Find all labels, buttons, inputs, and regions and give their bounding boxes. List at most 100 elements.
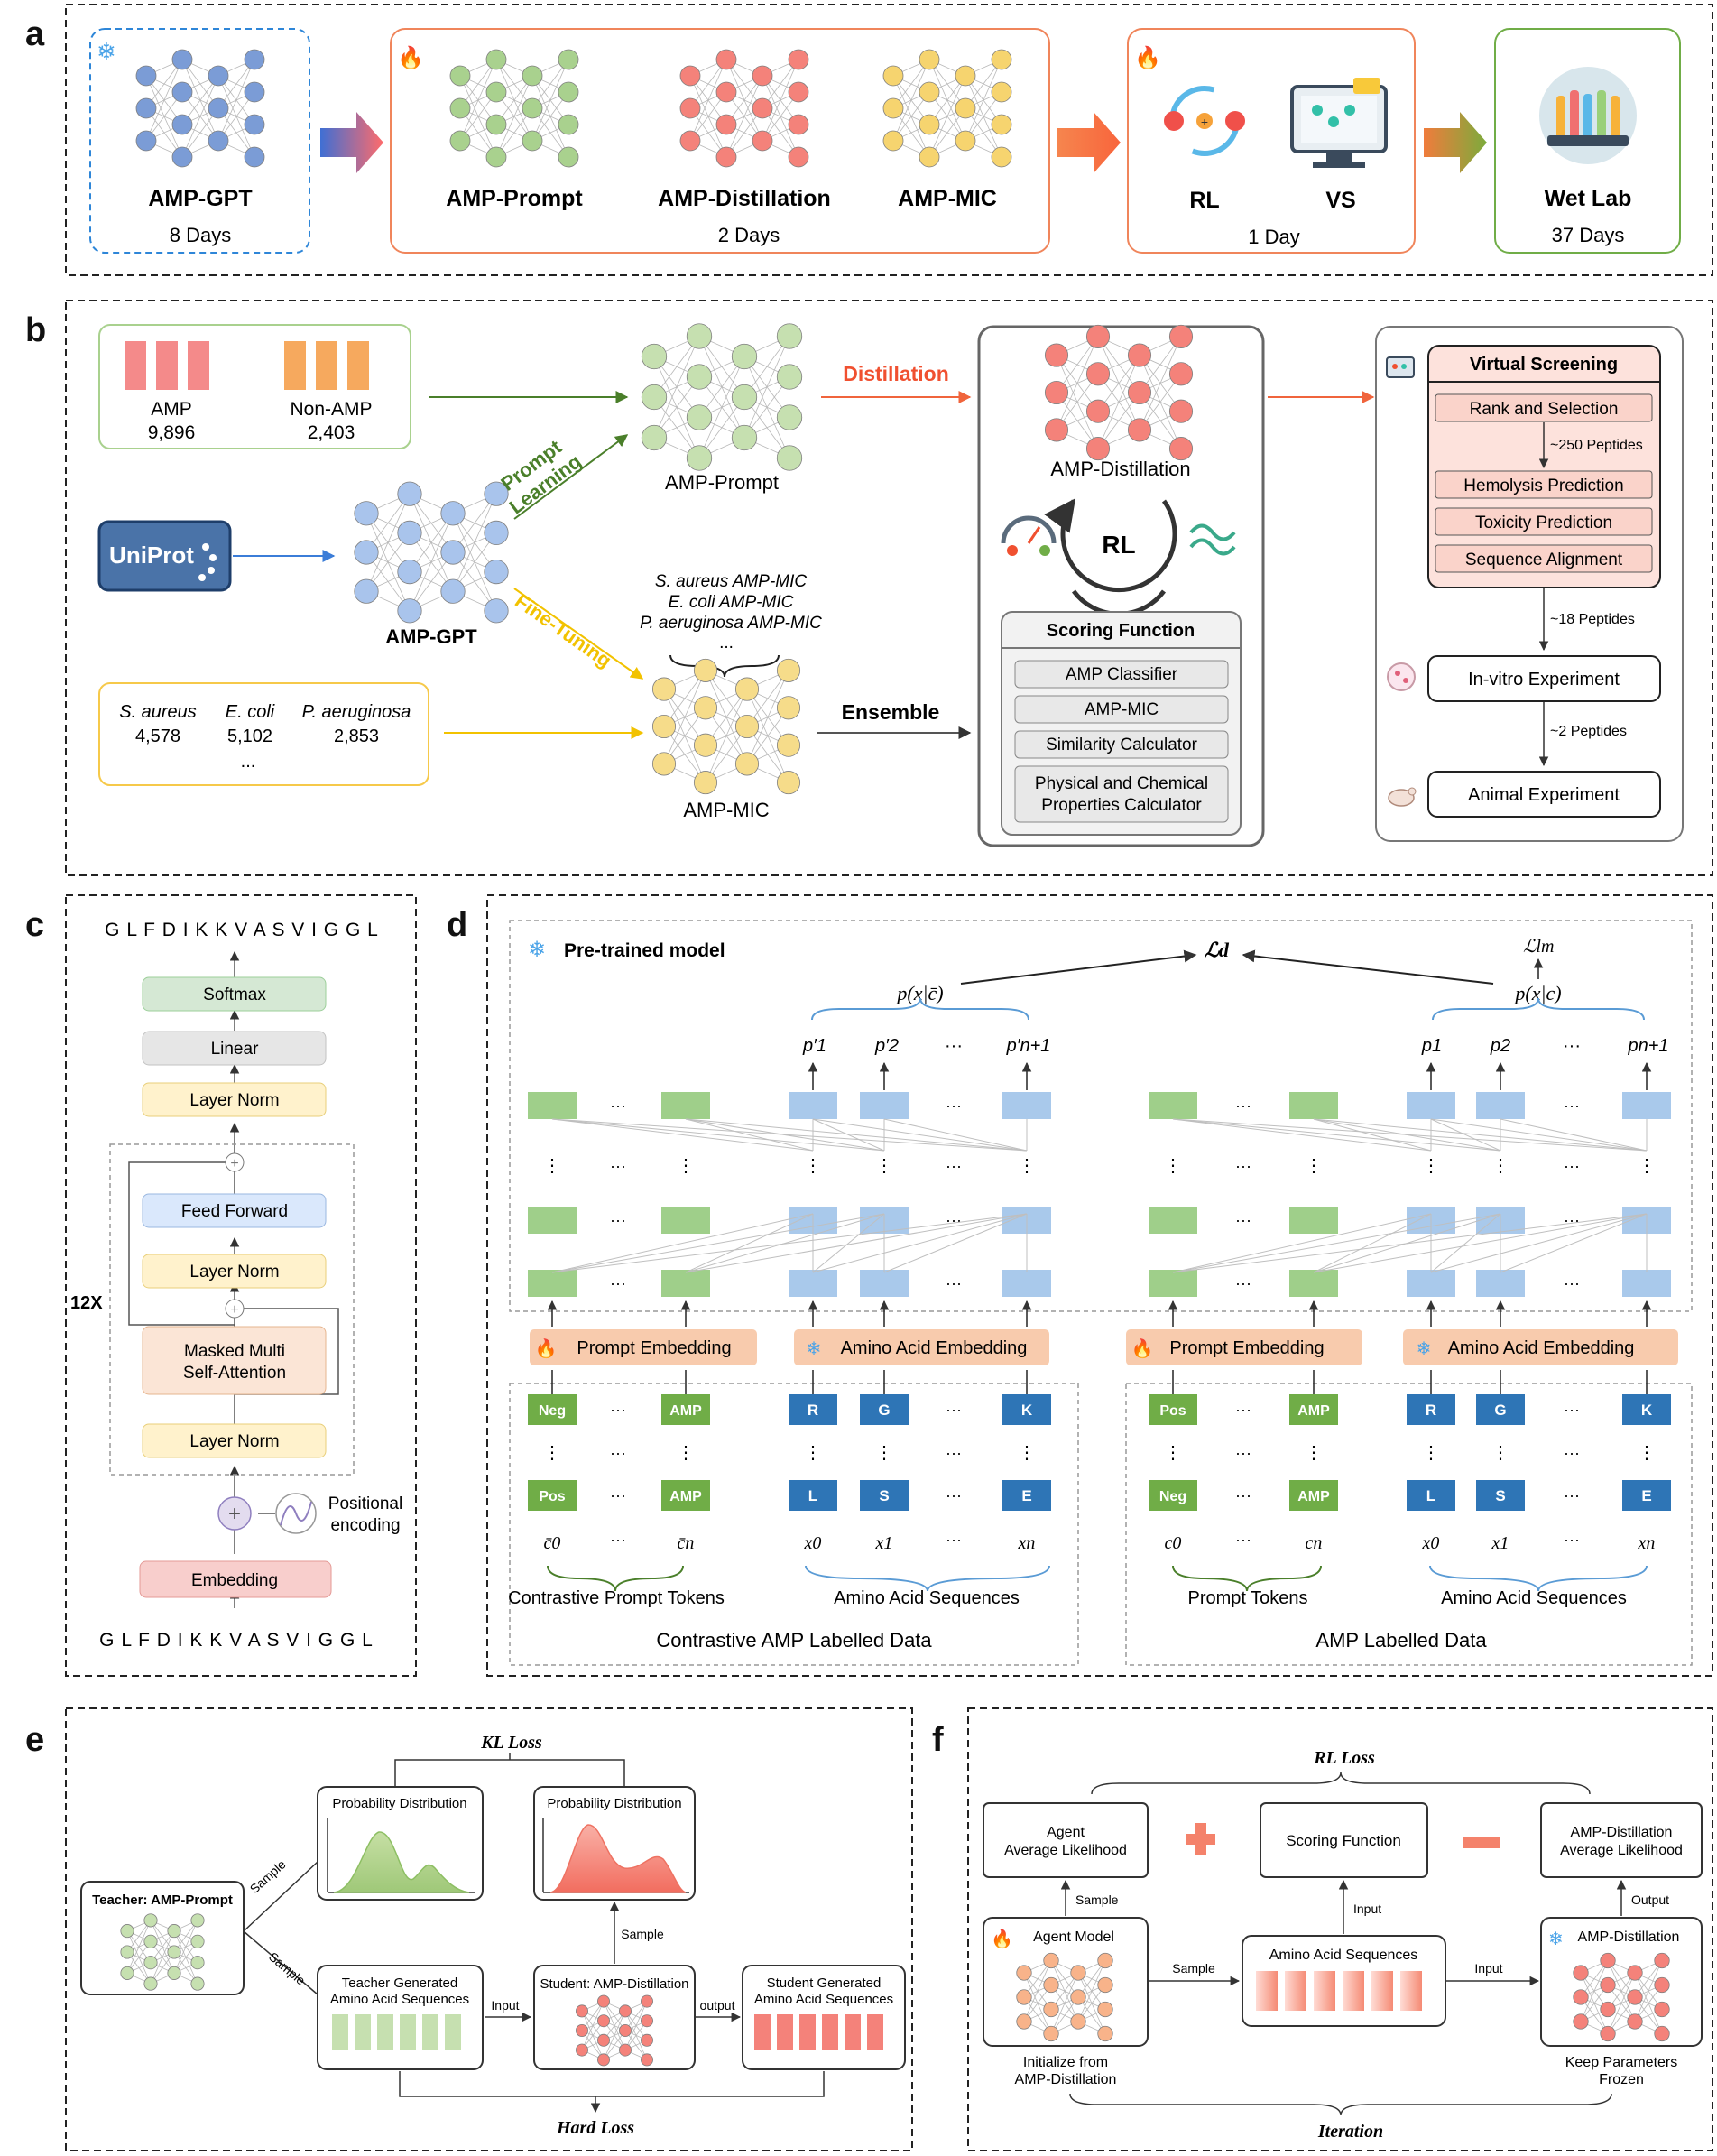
wet-lab-icon (1539, 67, 1637, 164)
svg-text:⋮: ⋮ (1164, 1443, 1182, 1463)
pretrained-model-frame (509, 920, 1693, 1312)
svg-text:···: ··· (946, 1444, 962, 1462)
scoring-item-label: Similarity Calculator (1046, 736, 1198, 754)
svg-text:···: ··· (946, 1211, 962, 1229)
amp-prompt-network-icon (449, 49, 579, 168)
block-label: Layer Norm (189, 1091, 279, 1110)
sample-link-upper (243, 1861, 318, 1932)
amino-sequences-label: Amino Acid Sequences (1269, 1948, 1418, 1963)
svg-text:⋮: ⋮ (875, 1443, 893, 1463)
svg-text:⋮: ⋮ (1422, 1443, 1440, 1463)
prompt-tokens-label: Prompt Tokens (1187, 1588, 1307, 1608)
amino-acid-token (1002, 1394, 1051, 1425)
stage-arrow-1 (320, 112, 383, 173)
distill-likelihood-label: AMP-Distillation (1571, 1825, 1673, 1840)
layer-norm-block (142, 1254, 327, 1289)
petri-dish-icon (1387, 662, 1416, 691)
amp-distillation-label: AMP-Distillation (1050, 458, 1190, 480)
amp-mic-network-icon (882, 49, 1012, 168)
loss-arrow-right (1242, 949, 1494, 985)
amp-count: 9,896 (148, 422, 196, 443)
positional-label: Positional (328, 1494, 402, 1513)
student-network-icon (576, 1994, 654, 2067)
block-label: Linear (211, 1040, 259, 1059)
student-seq-label: Amino Acid Sequences (754, 1992, 893, 2007)
rl-vs-stage-box (1127, 28, 1416, 254)
svg-text:⋮: ⋮ (677, 1443, 695, 1463)
scoring-item-label: AMP Classifier (1066, 665, 1178, 684)
fine-tuning-label: Fine-Tuning (511, 589, 615, 672)
panel-letter-b: b (25, 311, 46, 349)
softmax-block (142, 976, 327, 1012)
left-data-title: Contrastive AMP Labelled Data (656, 1629, 932, 1652)
positional-label: encoding (330, 1516, 400, 1535)
svg-text:...: ... (241, 752, 256, 772)
loss-arrow-left (960, 949, 1197, 985)
panel-letter-d: d (447, 906, 467, 944)
prompt-token (528, 1480, 577, 1511)
sample-label: Sample (1075, 1892, 1119, 1907)
sample-label: Sample (247, 1856, 289, 1896)
screening-module-box (1375, 326, 1684, 842)
svg-text:⋮: ⋮ (543, 1156, 561, 1176)
svg-text:⋮: ⋮ (875, 1156, 893, 1176)
amp-dataset-box (98, 324, 411, 449)
amino-acid-token (789, 1394, 837, 1425)
svg-text:c0: c0 (1165, 1533, 1182, 1553)
init-label: AMP-Distillation (1015, 2072, 1117, 2087)
panel-b-frame (65, 300, 1713, 876)
prompt-token (1149, 1480, 1197, 1511)
student-distribution-curve (549, 1824, 687, 1893)
block-label: Embedding (191, 1571, 278, 1590)
snowflake-icon: ❄ (807, 1339, 822, 1359)
svg-text:⋮: ⋮ (1305, 1443, 1323, 1463)
rl-cycle-arrow (1044, 498, 1177, 593)
screening-step-label: Rank and Selection (1470, 400, 1619, 419)
svg-text:···: ··· (1235, 1157, 1251, 1175)
block-label: Layer Norm (189, 1263, 279, 1282)
block-label: Feed Forward (181, 1202, 288, 1221)
prompt-token-label: Neg (539, 1403, 566, 1419)
rl-loss-label: RL Loss (1313, 1748, 1375, 1768)
svg-text:···: ··· (1564, 1401, 1580, 1419)
input-label: Input (491, 1998, 519, 2013)
svg-text:+: + (230, 1302, 238, 1318)
svg-text:⋮: ⋮ (1018, 1443, 1036, 1463)
student-seq-label: Student Generated (767, 1976, 882, 1991)
svg-text:⋮: ⋮ (1638, 1156, 1656, 1176)
peptides-count-18: ~18 Peptides (1550, 612, 1635, 627)
amino-acid-sequences-label: Amino Acid Sequences (1441, 1588, 1627, 1608)
prompt-embedding-label: Prompt Embedding (577, 1338, 731, 1358)
prompt-token-label: Pos (539, 1489, 565, 1504)
svg-text:E. coli AMP-MIC: E. coli AMP-MIC (669, 593, 794, 612)
scoring-item-label: Properties Calculator (1041, 796, 1202, 815)
rl-loss-brace (1091, 1772, 1591, 1795)
snowflake-icon: ❄ (1417, 1339, 1432, 1359)
panel-c: G L F D I K K V A S V I G G L G L F D I … (70, 920, 402, 1651)
kl-loss-bracket (394, 1759, 625, 1787)
kl-loss-label: KL Loss (480, 1733, 542, 1753)
finetune-stage-box (390, 28, 1050, 254)
prompt-token (661, 1394, 710, 1425)
svg-text:···: ··· (1564, 1444, 1580, 1462)
amp-gpt-stage-box (89, 28, 310, 254)
svg-text:⋮: ⋮ (1491, 1156, 1509, 1176)
svg-text:···: ··· (1235, 1097, 1251, 1115)
amino-acid-token-label: G (878, 1402, 890, 1419)
screening-step-label: Hemolysis Prediction (1463, 477, 1623, 495)
svg-text:···: ··· (610, 1486, 626, 1504)
snowflake-icon: ❄ (1548, 1929, 1564, 1949)
svg-text:⋮: ⋮ (804, 1156, 822, 1176)
output-label: output (700, 1998, 735, 2013)
prompt-learning-arrow (513, 434, 629, 520)
svg-text:⋮: ⋮ (1305, 1156, 1323, 1176)
svg-text:···: ··· (1564, 1157, 1580, 1175)
amino-acid-token-label: K (1021, 1402, 1033, 1419)
keep-label: Frozen (1599, 2072, 1644, 2087)
panel-c-frame (65, 894, 417, 1677)
svg-text:···: ··· (1564, 1531, 1580, 1549)
amino-acid-token-label: E (1641, 1487, 1651, 1504)
peptides-count-250: ~250 Peptides (1550, 438, 1643, 453)
svg-text:x1: x1 (875, 1533, 893, 1553)
